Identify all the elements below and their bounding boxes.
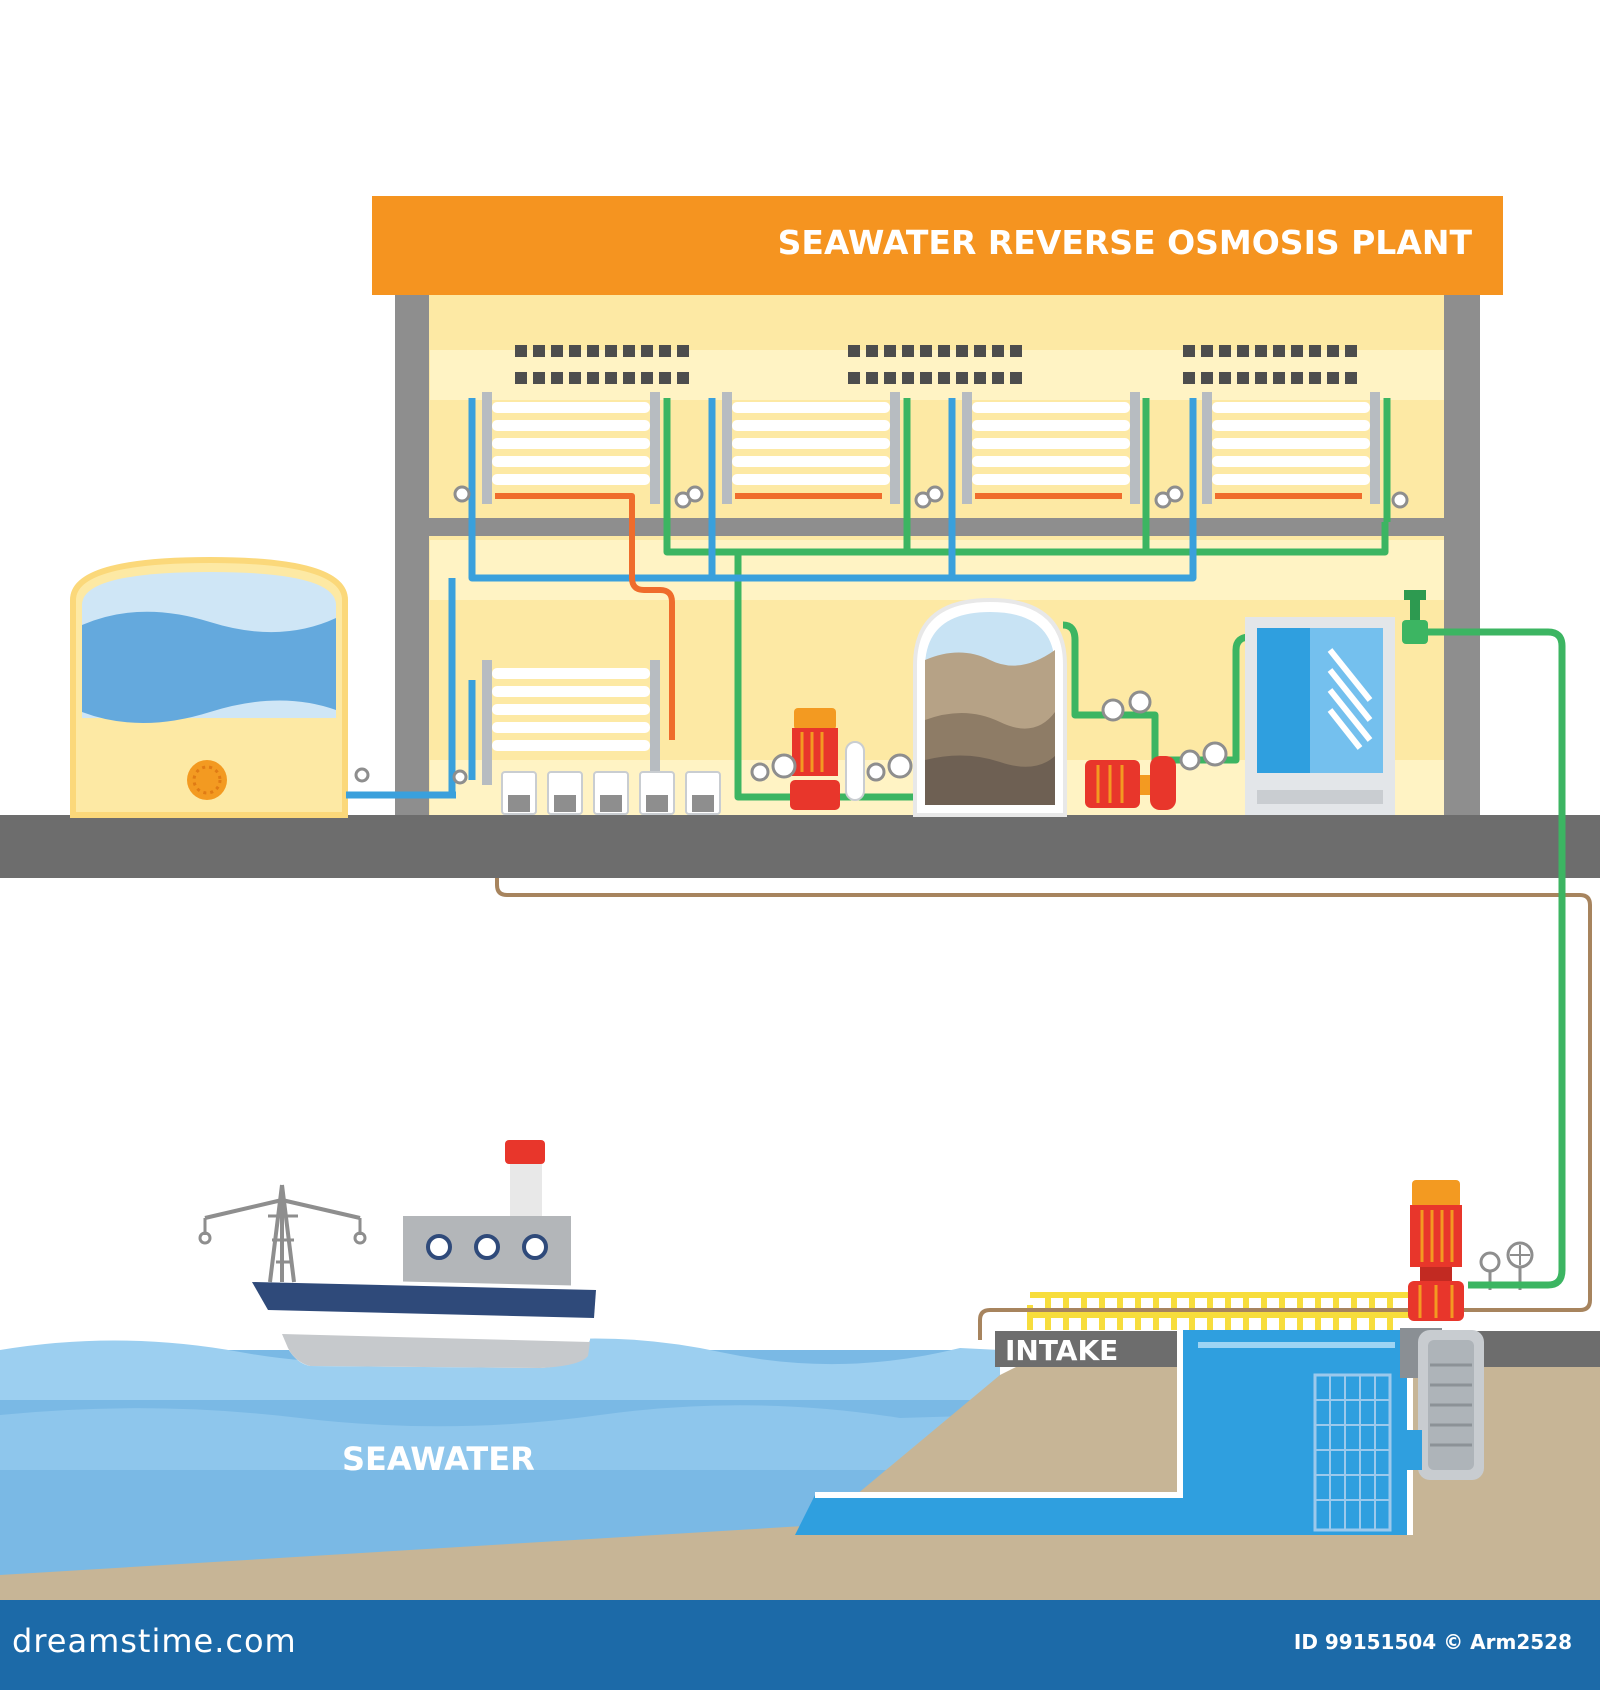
outlet-valve [1402,590,1428,644]
footer-meta: ID 99151504 © Arm2528 [1294,1630,1572,1654]
intake-pump [1408,1180,1464,1321]
ro-rack-lower [482,660,660,785]
ro-rack-1 [482,392,660,504]
rack-valves [354,485,1409,785]
footer-brand[interactable]: dreamstime.com [12,1622,297,1660]
ground-band [0,815,1600,878]
ro-rack-3 [962,392,1140,504]
plant-title: SEAWATER REVERSE OSMOSIS PLANT [778,223,1473,262]
plant-diagram: INTAKE SEAWATER [0,196,1600,1600]
intake-screen [1313,1373,1392,1532]
ro-rack-2 [722,392,900,504]
dosing-tanks [501,771,721,815]
ro-rack-4 [1202,392,1380,504]
footer-bar: dreamstime.com ID 99151504 © Arm2528 [0,1600,1600,1690]
author-credit: © Arm2528 [1443,1630,1572,1654]
intake-gauges [1479,1241,1534,1290]
image-id: ID 99151504 [1293,1630,1437,1654]
orange-pipes [495,493,1362,740]
post-treatment-unit [1245,617,1395,815]
green-pipes [663,398,1566,1289]
intake-submersible-pump [1400,1328,1484,1480]
media-filter [913,597,1067,817]
high-pressure-pump [750,708,913,810]
seawater-label: SEAWATER [342,1440,535,1478]
booster-pump [1085,690,1228,810]
boat [198,1140,596,1368]
intake-railing [1027,1292,1410,1330]
roof-banner [372,196,1503,295]
intake-basin [795,1330,1410,1535]
storage-tank [70,556,348,818]
roof-vents [515,345,1357,384]
intake-label: INTAKE [1005,1334,1118,1367]
power-cable [495,875,1592,1340]
